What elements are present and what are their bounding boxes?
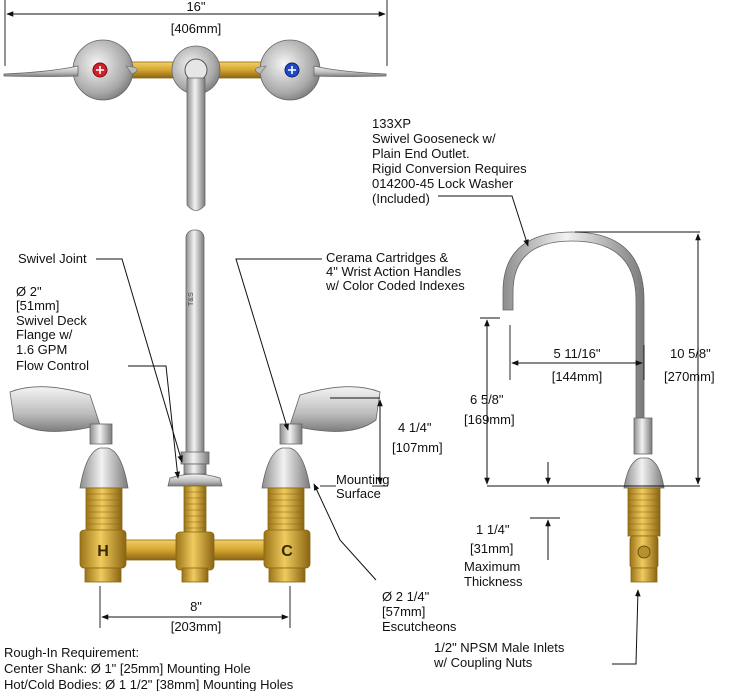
svg-text:[51mm]: [51mm] bbox=[16, 298, 59, 313]
svg-text:Flow Control: Flow Control bbox=[16, 358, 89, 373]
side-coupling-nut bbox=[630, 567, 658, 583]
spout-height-mm: [169mm] bbox=[464, 412, 515, 427]
rough-in-center-shank: Center Shank: Ø 1" [25mm] Mounting Hole bbox=[4, 661, 251, 676]
rough-in-title: Rough-In Requirement: bbox=[4, 645, 139, 660]
side-escutcheon bbox=[623, 457, 665, 489]
hot-coupling-nut bbox=[84, 567, 122, 583]
svg-text:Rigid Conversion Requires: Rigid Conversion Requires bbox=[372, 161, 527, 176]
top-view: 16" [406mm] bbox=[3, 0, 388, 211]
gooseneck-label: 133XP Swivel Gooseneck w/ Plain End Outl… bbox=[372, 116, 527, 206]
rough-in-bodies: Hot/Cold Bodies: Ø 1 1/2" [38mm] Mountin… bbox=[4, 677, 294, 691]
center-mm: [203mm] bbox=[171, 619, 222, 634]
thickness-mm: [31mm] bbox=[470, 541, 513, 556]
cold-escutcheon bbox=[261, 447, 311, 489]
overall-height-inch: 10 5/8" bbox=[670, 346, 711, 361]
hot-wrist-handle bbox=[9, 386, 101, 432]
mounting-surface-label: Mounting Surface bbox=[336, 472, 389, 501]
front-view: T&S H C 4 1/4 bbox=[9, 229, 465, 634]
svg-text:Maximum: Maximum bbox=[464, 559, 520, 574]
svg-text:Surface: Surface bbox=[336, 486, 381, 501]
svg-text:014200-45 Lock Washer: 014200-45 Lock Washer bbox=[372, 176, 514, 191]
svg-text:Swivel Deck: Swivel Deck bbox=[16, 313, 87, 328]
flange-label: Ø 2" [51mm] Swivel Deck Flange w/ 1.6 GP… bbox=[16, 284, 89, 373]
cold-shank bbox=[267, 487, 305, 533]
spout-height-inch: 6 5/8" bbox=[470, 392, 504, 407]
swivel-joint-side bbox=[633, 417, 653, 455]
width-mm-label: [406mm] bbox=[171, 21, 222, 36]
svg-text:(Included): (Included) bbox=[372, 191, 430, 206]
hot-handle-tail bbox=[125, 65, 138, 75]
reach-mm: [144mm] bbox=[552, 369, 603, 384]
cold-handle-top bbox=[313, 65, 387, 77]
svg-text:Ø 2 1/4": Ø 2 1/4" bbox=[382, 589, 430, 604]
swivel-joint bbox=[180, 451, 210, 465]
swivel-deck-flange bbox=[167, 473, 223, 487]
svg-text:[57mm]: [57mm] bbox=[382, 604, 425, 619]
hot-mark: H bbox=[97, 543, 109, 560]
handle-height-inch: 4 1/4" bbox=[398, 420, 432, 435]
center-tee bbox=[175, 531, 215, 571]
hot-shank bbox=[85, 487, 123, 533]
cold-coupling-nut bbox=[268, 567, 306, 583]
svg-text:Thickness: Thickness bbox=[464, 574, 523, 589]
spout-tube bbox=[185, 229, 205, 461]
handle-height-mm: [107mm] bbox=[392, 440, 443, 455]
svg-text:133XP: 133XP bbox=[372, 116, 411, 131]
inlets-label: 1/2" NPSM Male Inlets w/ Coupling Nuts bbox=[433, 640, 565, 670]
center-inch: 8" bbox=[190, 599, 202, 614]
svg-text:w/ Color Coded Indexes: w/ Color Coded Indexes bbox=[325, 278, 465, 293]
svg-text:T&S: T&S bbox=[188, 292, 195, 306]
svg-text:Flange w/: Flange w/ bbox=[16, 327, 73, 342]
svg-text:1.6 GPM: 1.6 GPM bbox=[16, 342, 67, 357]
cold-handle-tail bbox=[254, 65, 267, 75]
svg-text:Mounting: Mounting bbox=[336, 472, 389, 487]
escutcheons-label: Ø 2 1/4" [57mm] Escutcheons bbox=[382, 589, 457, 634]
svg-text:Ø 2": Ø 2" bbox=[16, 284, 42, 299]
svg-text:w/ Coupling Nuts: w/ Coupling Nuts bbox=[433, 655, 533, 670]
side-view: 5 11/16" [144mm] 6 5/8" [169mm] 10 5/8" … bbox=[372, 116, 715, 670]
gooseneck-spout bbox=[502, 231, 645, 419]
svg-text:Swivel Gooseneck w/: Swivel Gooseneck w/ bbox=[372, 131, 496, 146]
hot-escutcheon bbox=[79, 447, 129, 489]
swivel-joint-label: Swivel Joint bbox=[18, 251, 87, 266]
svg-text:1/2" NPSM Male Inlets: 1/2" NPSM Male Inlets bbox=[434, 640, 565, 655]
overall-height-mm: [270mm] bbox=[664, 369, 715, 384]
cold-wrist-handle bbox=[289, 386, 381, 432]
svg-text:4" Wrist Action Handles: 4" Wrist Action Handles bbox=[326, 264, 462, 279]
svg-text:Cerama Cartridges &: Cerama Cartridges & bbox=[326, 250, 448, 265]
hot-handle-top bbox=[3, 65, 79, 77]
thickness-inch: 1 1/4" bbox=[476, 522, 510, 537]
svg-text:Plain End Outlet.: Plain End Outlet. bbox=[372, 146, 470, 161]
cold-mark: C bbox=[281, 543, 293, 560]
gooseneck-top-view bbox=[186, 77, 206, 211]
reach-inch: 5 11/16" bbox=[553, 346, 600, 361]
max-thickness-label: Maximum Thickness bbox=[464, 559, 523, 589]
cartridges-label: Cerama Cartridges & 4" Wrist Action Hand… bbox=[325, 250, 465, 293]
svg-text:Escutcheons: Escutcheons bbox=[382, 619, 457, 634]
width-inch-label: 16" bbox=[186, 0, 205, 14]
rough-in-note: Rough-In Requirement: Center Shank: Ø 1"… bbox=[4, 645, 294, 691]
